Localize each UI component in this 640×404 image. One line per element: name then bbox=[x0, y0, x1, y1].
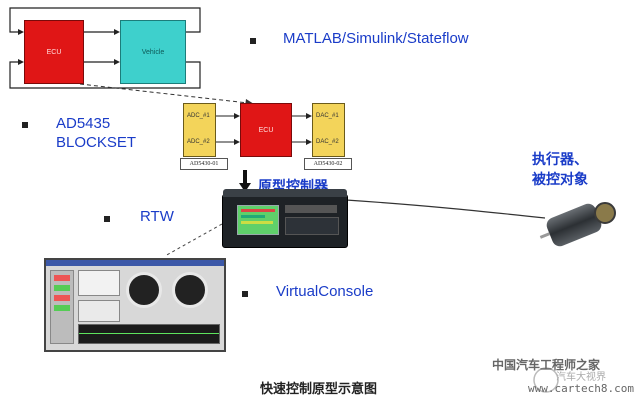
ecu-label: ECU bbox=[258, 126, 274, 134]
arrowhead bbox=[18, 29, 24, 35]
device-panel-strip bbox=[285, 205, 337, 213]
screen-side-panel bbox=[50, 270, 74, 344]
ad5435-line1: AD5435 bbox=[56, 115, 111, 132]
top-vehicle-block: Vehicle bbox=[120, 20, 186, 84]
wechat-logo-icon bbox=[533, 367, 559, 393]
arrowhead bbox=[234, 139, 240, 145]
matlab-label: MATLAB/Simulink/Stateflow bbox=[283, 30, 469, 47]
device-panel-face bbox=[285, 217, 339, 235]
top-feedback-loop-2 bbox=[9, 61, 201, 89]
tag-left: AD5430-01 bbox=[180, 158, 228, 170]
arrowhead bbox=[114, 29, 120, 35]
actuator-line2: 被控对象 bbox=[532, 172, 588, 188]
bullet-icon bbox=[22, 122, 28, 128]
cable-line bbox=[345, 199, 546, 219]
arrowhead bbox=[234, 113, 240, 119]
screen-panel bbox=[78, 270, 120, 296]
bullet-icon bbox=[104, 216, 110, 222]
screen-gauge-right bbox=[172, 272, 208, 308]
arrowhead bbox=[18, 59, 24, 65]
actuator-label: 执行器、 被控对象 bbox=[532, 150, 588, 190]
screen-scope bbox=[78, 324, 220, 344]
top-ecu-block: ECU bbox=[24, 20, 84, 84]
diagram-caption: 快速控制原型示意图 bbox=[260, 382, 378, 397]
controller-to-pc-dashed-line bbox=[164, 223, 223, 257]
virtualconsole-screen bbox=[44, 258, 226, 352]
motor-shaft bbox=[539, 232, 551, 239]
ad5435-label: AD5435 BLOCKSET bbox=[56, 114, 136, 152]
arrowhead bbox=[306, 113, 312, 119]
actuator-motor bbox=[539, 201, 620, 249]
ad5435-line2: BLOCKSET bbox=[56, 134, 137, 151]
screen-titlebar bbox=[46, 260, 224, 266]
arrowhead bbox=[306, 139, 312, 145]
watermark-site-name: 中国汽车工程师之家 bbox=[492, 358, 601, 372]
zoom-dashed-line bbox=[79, 83, 249, 104]
down-arrow-shaft bbox=[243, 170, 247, 184]
actuator-line1: 执行器、 bbox=[532, 152, 588, 168]
motor-end-cap bbox=[594, 202, 616, 224]
bullet-icon bbox=[242, 291, 248, 297]
bullet-icon bbox=[250, 38, 256, 44]
adc-block: ADC_#1 ADC_#2 bbox=[183, 103, 216, 157]
adc1-label: ADC_#1 bbox=[187, 113, 210, 119]
top-vehicle-label: Vehicle bbox=[141, 48, 165, 56]
adc2-label: ADC_#2 bbox=[187, 139, 210, 145]
dac1-label: DAC_#1 bbox=[316, 113, 339, 119]
tag-right: AD5430-02 bbox=[304, 158, 352, 170]
dac-block: DAC_#1 DAC_#2 bbox=[312, 103, 345, 157]
dac2-label: DAC_#2 bbox=[316, 139, 339, 145]
arrowhead bbox=[114, 59, 120, 65]
watermark-wechat: 汽车大视界 bbox=[556, 372, 606, 383]
screen-panel bbox=[78, 300, 120, 322]
watermark-url: www.cartech8.com bbox=[528, 382, 634, 395]
down-arrow-head bbox=[239, 183, 251, 192]
screen-gauge-left bbox=[126, 272, 162, 308]
ecu-block: ECU bbox=[240, 103, 292, 157]
device-screen bbox=[237, 205, 279, 235]
virtualconsole-label: VirtualConsole bbox=[276, 283, 374, 300]
top-feedback-loop-1 bbox=[9, 7, 201, 33]
rtw-label: RTW bbox=[140, 208, 174, 225]
top-ecu-label: ECU bbox=[46, 48, 62, 56]
prototype-controller-device bbox=[222, 189, 348, 248]
device-top-panel bbox=[223, 189, 347, 197]
